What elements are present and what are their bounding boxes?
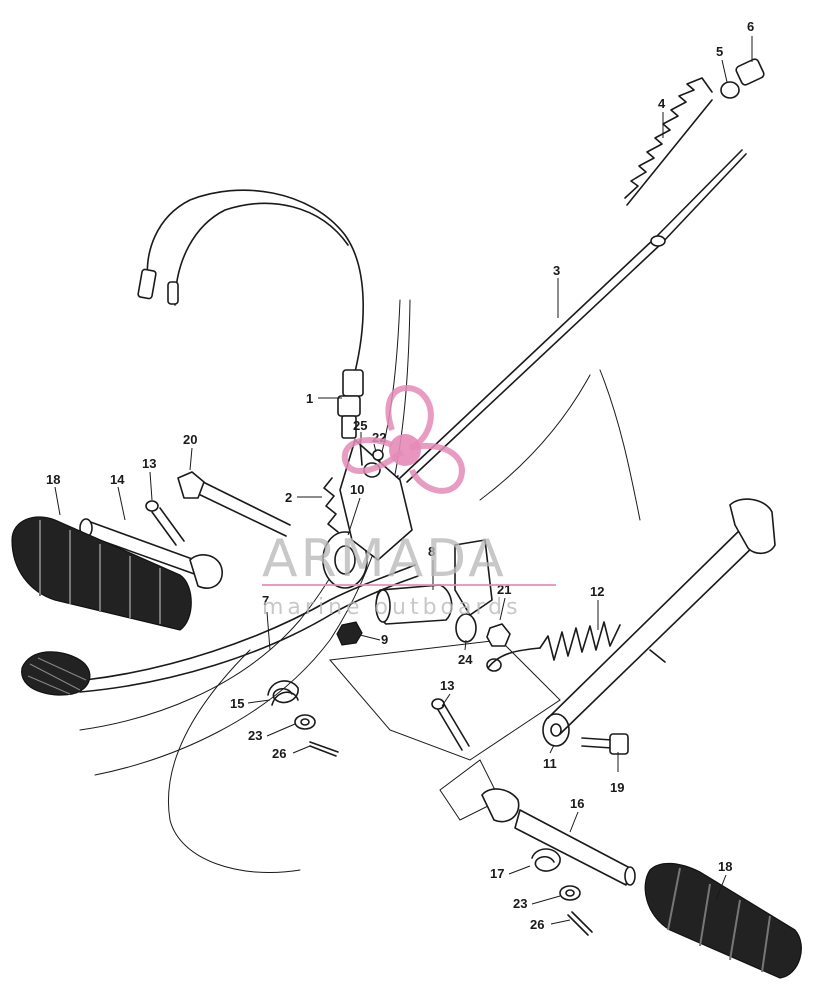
watermark-brand: ARMADA bbox=[262, 529, 507, 589]
callout-3: 3 bbox=[553, 263, 560, 278]
part-9-nut bbox=[336, 621, 363, 646]
part-8-sleeve bbox=[375, 584, 453, 625]
callout-15: 15 bbox=[230, 696, 244, 711]
callout-17: 17 bbox=[490, 866, 504, 881]
callout-25: 25 bbox=[353, 418, 367, 433]
part-10-pivot bbox=[322, 531, 368, 589]
part-1-cable bbox=[137, 189, 364, 439]
watermark-logo-icon bbox=[341, 384, 465, 494]
part-7-brake-pedal bbox=[21, 564, 419, 696]
callout-23-lower: 23 bbox=[513, 896, 527, 911]
part-11-collar bbox=[542, 713, 570, 747]
part-18-rubber-right bbox=[644, 862, 802, 979]
part-12-spring bbox=[486, 621, 621, 672]
callout-19: 19 bbox=[610, 780, 624, 795]
callout-23-upper: 23 bbox=[248, 728, 262, 743]
callout-14: 14 bbox=[110, 472, 125, 487]
callout-6: 6 bbox=[747, 19, 754, 34]
part-21-nut bbox=[486, 623, 511, 647]
part-23-washer-upper bbox=[294, 714, 316, 730]
part-23-washer-lower bbox=[559, 885, 581, 901]
callout-9: 9 bbox=[381, 632, 388, 647]
part-5-fitting bbox=[720, 81, 740, 99]
callout-26-lower: 26 bbox=[530, 917, 544, 932]
part-3-rod bbox=[389, 149, 747, 495]
callout-11: 11 bbox=[543, 756, 557, 771]
part-2-spring bbox=[323, 477, 339, 533]
part-13-pin-upper bbox=[145, 500, 185, 546]
part-25-pin bbox=[359, 439, 363, 466]
callout-4: 4 bbox=[658, 96, 666, 111]
frame-outline bbox=[79, 299, 641, 874]
watermark: ARMADA marine outboards bbox=[262, 384, 556, 620]
part-20-bolt bbox=[177, 471, 291, 537]
part-19-bolt bbox=[581, 733, 629, 755]
callout-8: 8 bbox=[428, 544, 435, 559]
part-6-cap bbox=[735, 58, 765, 86]
callout-26-upper: 26 bbox=[272, 746, 286, 761]
callout-2: 2 bbox=[285, 490, 292, 505]
watermark-logo-hub-icon bbox=[389, 434, 421, 466]
watermark-tagline: marine outboards bbox=[262, 595, 522, 620]
callout-7: 7 bbox=[262, 593, 269, 608]
callout-1: 1 bbox=[306, 391, 313, 406]
callout-24: 24 bbox=[458, 652, 473, 667]
part-13-pin-lower bbox=[431, 698, 470, 751]
callout-16: 16 bbox=[570, 796, 584, 811]
part-26-cotter-lower bbox=[567, 911, 593, 936]
part-26-cotter-upper bbox=[309, 741, 339, 757]
side-stand bbox=[547, 498, 776, 735]
part-15-spring bbox=[267, 680, 299, 706]
callout-18-right: 18 bbox=[718, 859, 732, 874]
callout-5: 5 bbox=[716, 44, 723, 59]
callout-13-lower: 13 bbox=[440, 678, 454, 693]
part-17-spring bbox=[531, 848, 561, 872]
callout-18-left: 18 bbox=[46, 472, 60, 487]
leader-lines bbox=[54, 36, 753, 925]
callout-20: 20 bbox=[183, 432, 197, 447]
callout-10: 10 bbox=[350, 482, 364, 497]
part-4-spring bbox=[624, 77, 713, 206]
part-14-footrest-bar bbox=[79, 518, 223, 589]
part-18-rubber-left bbox=[11, 516, 192, 631]
callout-12: 12 bbox=[590, 584, 604, 599]
part-16-footrest-bar bbox=[481, 788, 636, 886]
part-22-clip bbox=[372, 449, 384, 461]
callout-labels: 1 2 3 4 5 6 7 8 9 10 11 12 13 13 14 15 1… bbox=[46, 19, 754, 932]
callout-13-upper: 13 bbox=[142, 456, 156, 471]
